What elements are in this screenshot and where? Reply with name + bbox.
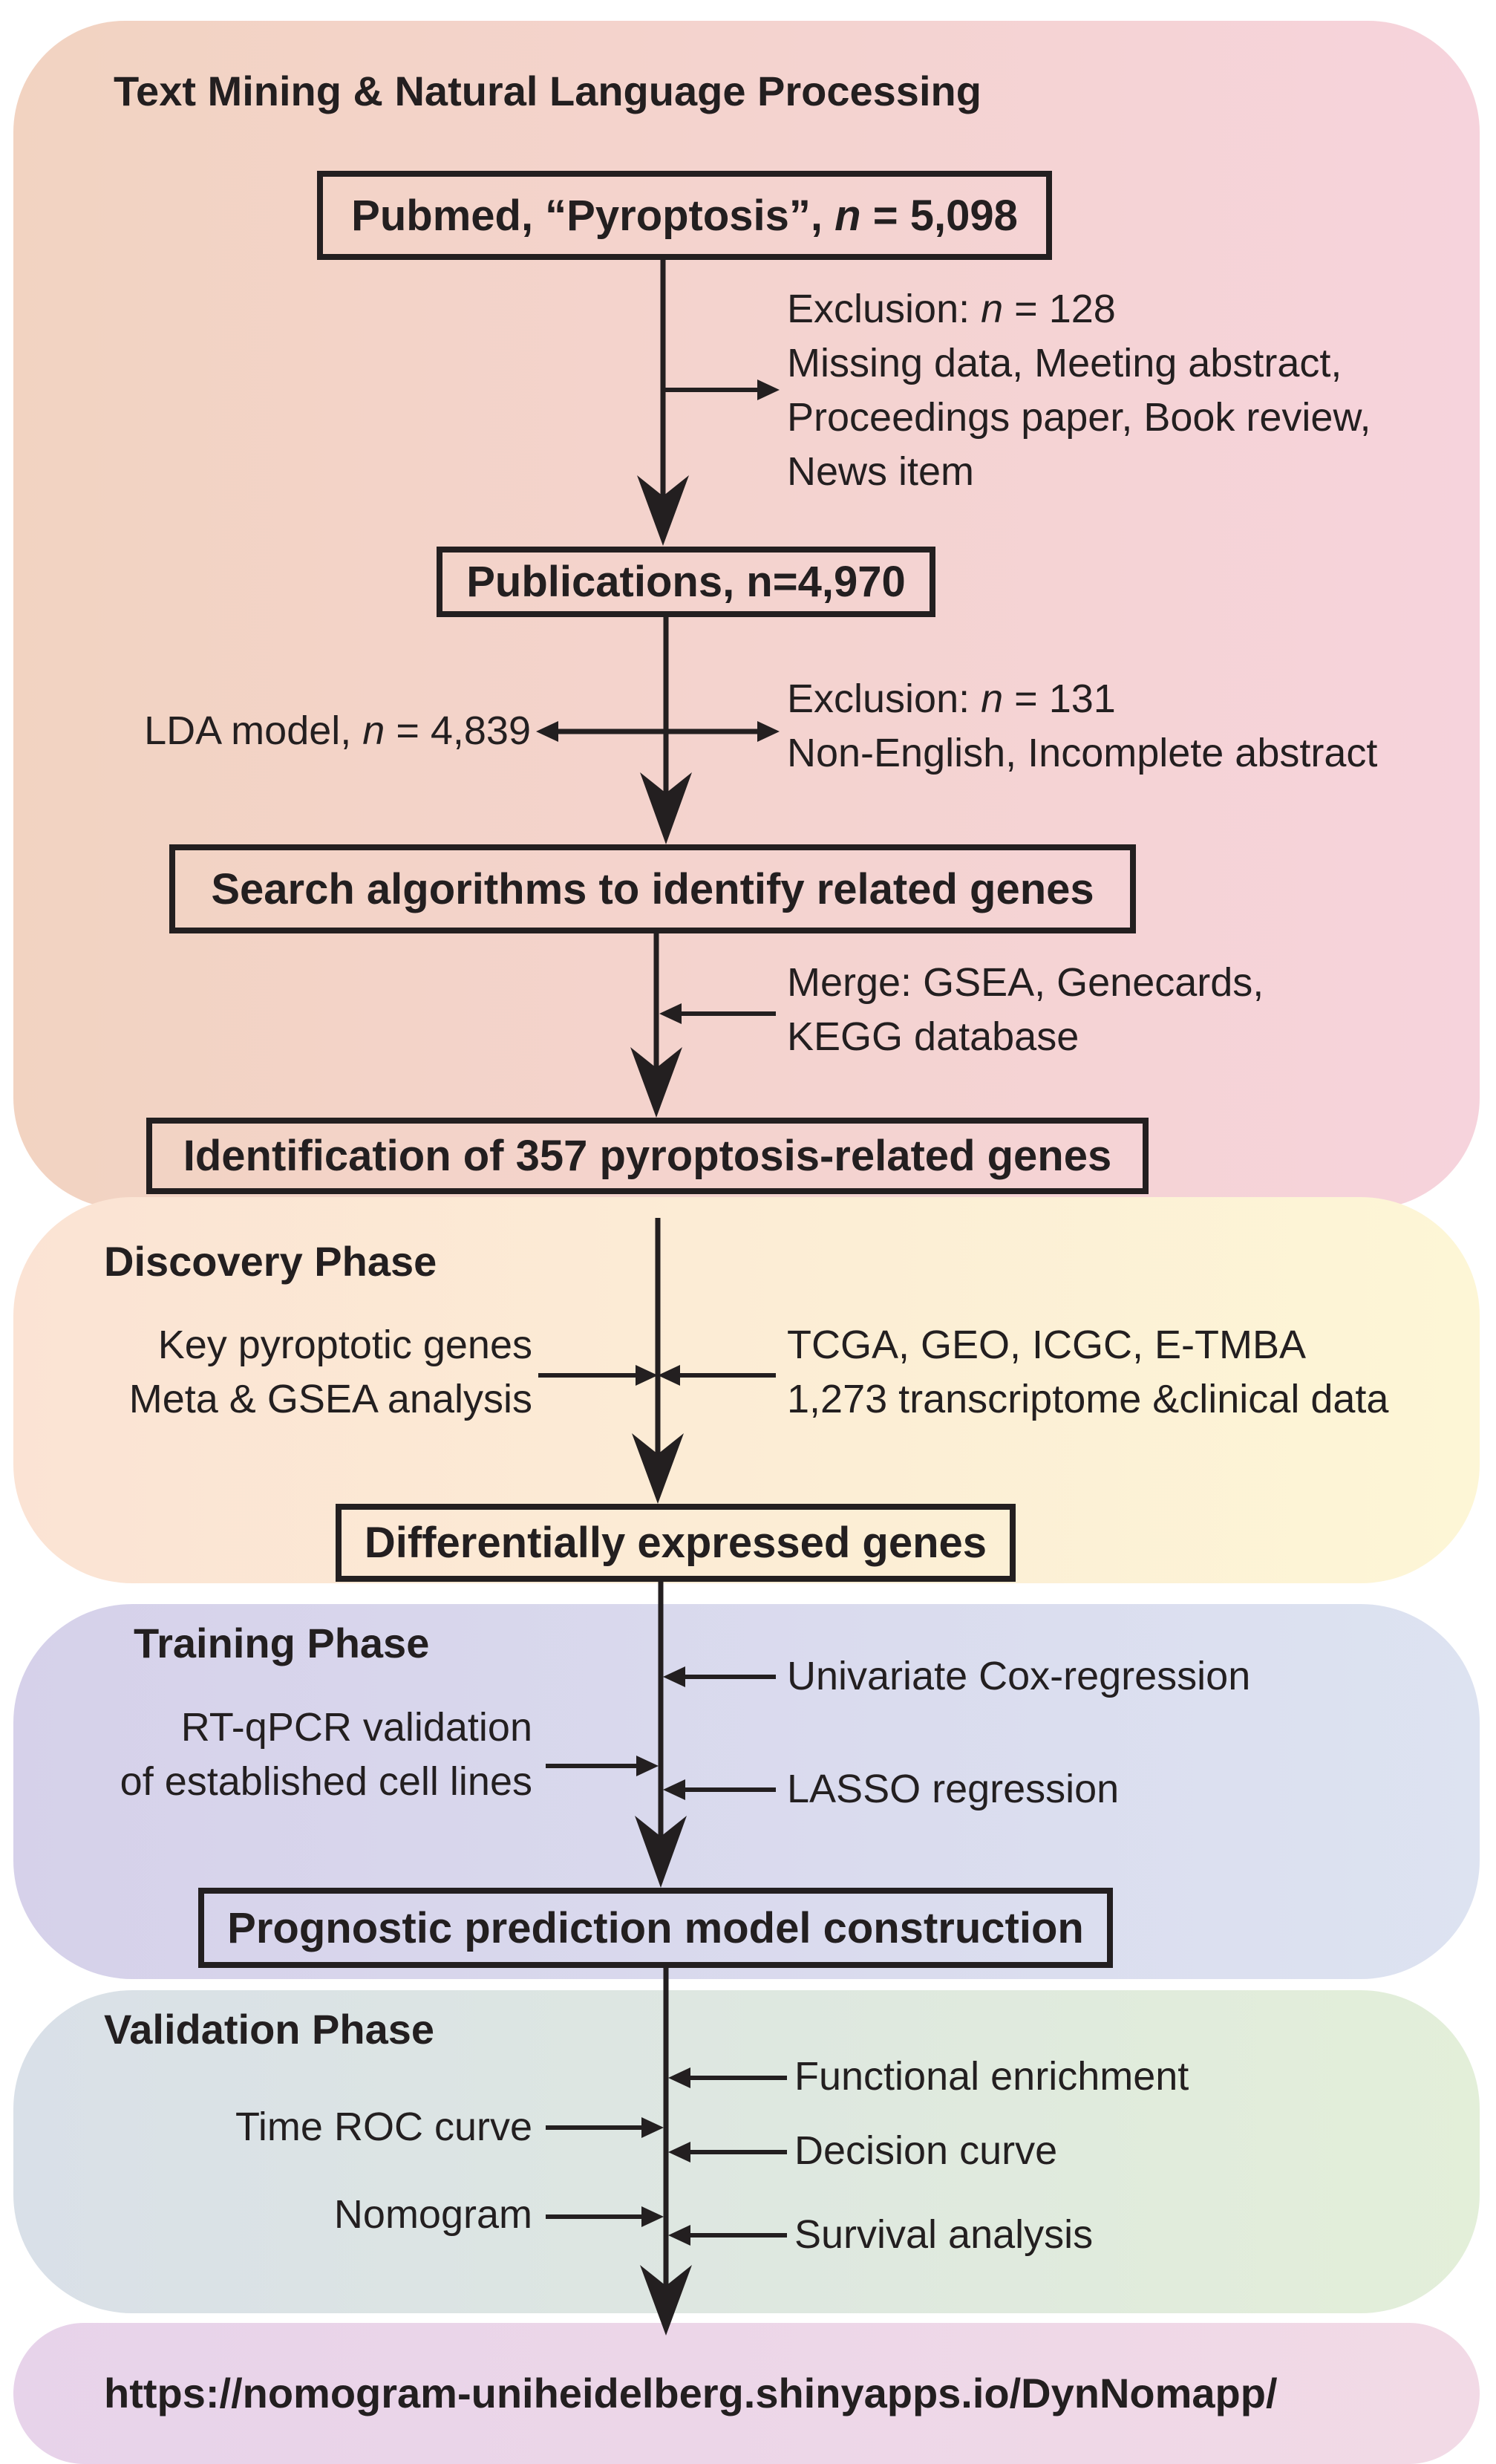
exclusion-131-suffix: = 131	[1003, 677, 1116, 721]
arrowhead-lda	[536, 721, 558, 742]
nomogram-note: Nomogram	[333, 2192, 532, 2237]
app-url-link[interactable]: https://nomogram-uniheidelberg.shinyapps…	[104, 2370, 1278, 2416]
exclusion-131-head: Exclusion: n = 131	[787, 672, 1377, 726]
merge-line: Merge: GSEA, Genecards,	[787, 960, 1264, 1005]
discovery-panel	[13, 1197, 1480, 1583]
exclusion-131-n: n	[981, 677, 1004, 721]
arrowhead-rtqpcr	[636, 1756, 659, 1776]
arrowhead-tcga	[658, 1365, 680, 1386]
key-genes-line: Meta & GSEA analysis	[128, 1377, 532, 1421]
publications-box: Publications, n=4,970	[437, 547, 935, 617]
lda-model-note: LDA model, n = 4,839	[89, 704, 531, 758]
lda-n: n	[362, 708, 385, 753]
exclusion-128-line: News item	[787, 449, 975, 494]
pubmed-suffix: = 5,098	[860, 191, 1018, 240]
univariate-note: Univariate Cox-regression	[787, 1654, 1251, 1698]
lasso-note: LASSO regression	[787, 1767, 1120, 1811]
arrowhead-nomogram	[641, 2206, 664, 2227]
search-box: Search algorithms to identify related ge…	[169, 844, 1136, 933]
identification-box: Identification of 357 pyroptosis-related…	[146, 1118, 1149, 1194]
exclusion-128-note: Exclusion: n = 128 Missing data, Meeting…	[787, 282, 1371, 499]
discovery-phase-title: Discovery Phase	[104, 1238, 437, 1285]
pubmed-prefix: Pubmed, “Pyroptosis”,	[351, 191, 835, 240]
deg-box: Differentially expressed genes	[336, 1504, 1016, 1582]
arrowhead-survival	[668, 2225, 690, 2246]
arrowhead-merge	[659, 1003, 682, 1024]
arrowhead-to-search	[640, 772, 692, 844]
arrowhead-exclusion1	[757, 379, 780, 400]
exclusion-128-prefix: Exclusion:	[787, 287, 981, 331]
merge-note: Merge: GSEA, Genecards, KEGG database	[787, 956, 1264, 1064]
rtqpcr-line: RT-qPCR validation	[180, 1705, 532, 1750]
arrowhead-time-roc	[641, 2117, 664, 2138]
exclusion-128-line: Proceedings paper, Book review,	[787, 395, 1371, 440]
rtqpcr-note: RT-qPCR validation of established cell l…	[30, 1701, 532, 1809]
arrowhead-functional	[668, 2067, 690, 2088]
exclusion-128-head: Exclusion: n = 128	[787, 282, 1371, 336]
exclusion-131-prefix: Exclusion:	[787, 677, 981, 721]
functional-enrichment-note: Functional enrichment	[794, 2054, 1189, 2099]
merge-line: KEGG database	[787, 1014, 1079, 1059]
arrowhead-univariate	[663, 1666, 685, 1687]
exclusion-128-line: Missing data, Meeting abstract,	[787, 341, 1342, 385]
arrowhead-exclusion2	[757, 721, 780, 742]
pubmed-box: Pubmed, “Pyroptosis”, n = 5,098	[317, 171, 1052, 260]
exclusion-131-line: Non-English, Incomplete abstract	[787, 731, 1378, 775]
exclusion-131-note: Exclusion: n = 131 Non-English, Incomple…	[787, 672, 1377, 780]
arrowhead-to-publications	[637, 475, 689, 546]
text-mining-title: Text Mining & Natural Language Processin…	[114, 68, 981, 114]
training-phase-title: Training Phase	[134, 1620, 430, 1666]
key-genes-line: Key pyroptotic genes	[157, 1323, 532, 1367]
arrowhead-to-deg	[632, 1433, 684, 1504]
arrowhead-to-identification	[630, 1047, 682, 1118]
time-roc-note: Time ROC curve	[235, 2105, 532, 2149]
key-genes-note: Key pyroptotic genes Meta & GSEA analysi…	[30, 1318, 532, 1427]
arrowhead-key-genes	[636, 1365, 658, 1386]
prognostic-box: Prognostic prediction model construction	[198, 1888, 1113, 1968]
rtqpcr-line: of established cell lines	[120, 1759, 532, 1804]
lda-prefix: LDA model,	[144, 708, 363, 753]
pubmed-n: n	[834, 191, 861, 240]
pubmed-label: Pubmed, “Pyroptosis”, n = 5,098	[351, 191, 1018, 241]
exclusion-128-suffix: = 128	[1003, 287, 1116, 331]
arrowhead-to-prognostic	[635, 1816, 687, 1888]
arrowhead-lasso	[663, 1779, 685, 1800]
survival-analysis-note: Survival analysis	[794, 2212, 1094, 2257]
tcga-line: 1,273 transcriptome &clinical data	[787, 1377, 1389, 1421]
arrowhead-decision	[668, 2142, 690, 2162]
tcga-line: TCGA, GEO, ICGC, E-TMBA	[787, 1323, 1307, 1367]
exclusion-128-n: n	[981, 287, 1004, 331]
arrowhead-to-url	[640, 2265, 692, 2336]
decision-curve-note: Decision curve	[794, 2128, 1058, 2173]
lda-suffix: = 4,839	[385, 708, 531, 753]
tcga-note: TCGA, GEO, ICGC, E-TMBA 1,273 transcript…	[787, 1318, 1388, 1427]
validation-phase-title: Validation Phase	[104, 2006, 435, 2053]
